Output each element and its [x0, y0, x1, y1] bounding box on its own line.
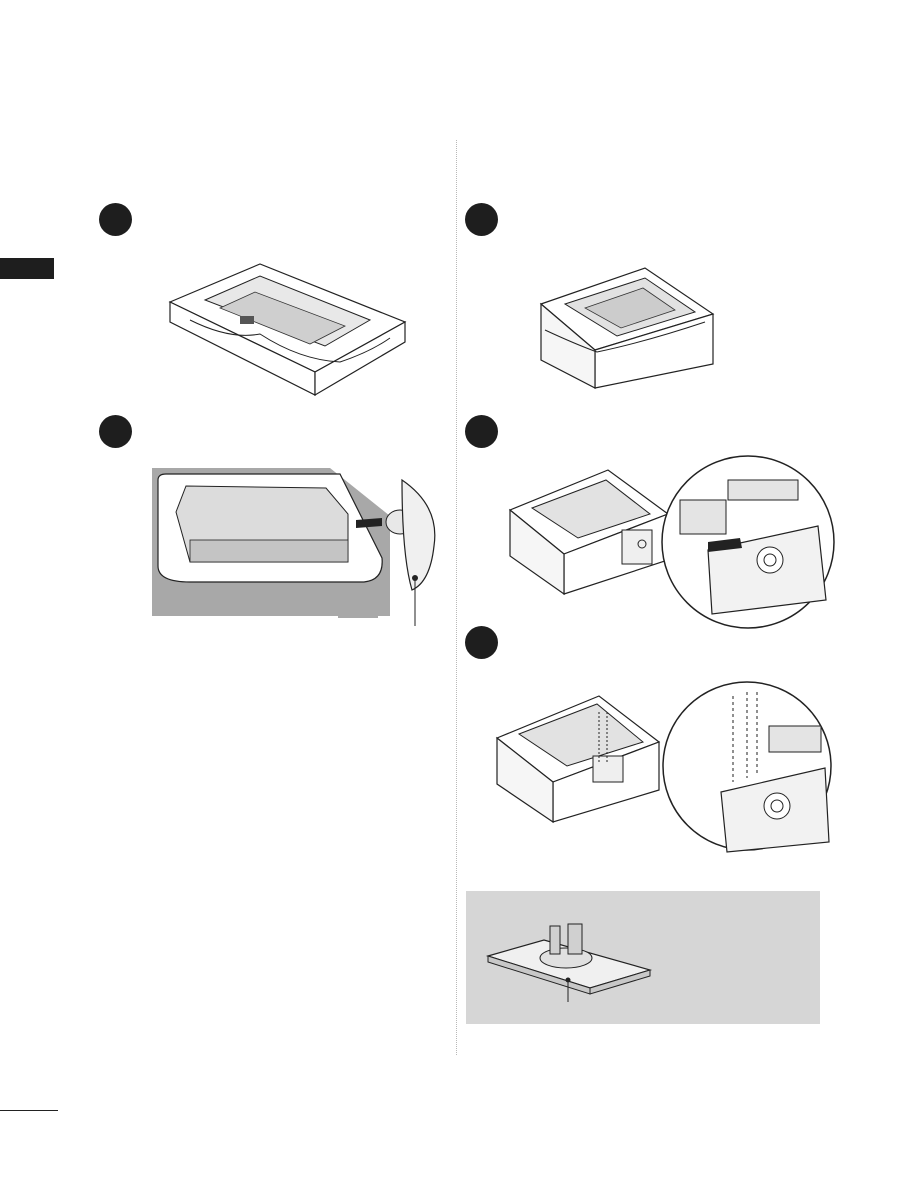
footer-rule	[0, 1110, 58, 1111]
tv-facedown-illustration	[168, 263, 407, 397]
step-marker-left-2	[99, 415, 132, 448]
screw-fasten-illustration	[495, 681, 832, 853]
stand-base-illustration	[485, 923, 653, 1002]
stand-insert-illustration	[508, 455, 835, 629]
column-divider	[456, 140, 457, 1055]
step-marker-right-2	[465, 415, 498, 448]
stand-attach-illustration	[152, 468, 436, 626]
step-marker-right-1	[465, 203, 498, 236]
step-marker-left-1	[99, 203, 132, 236]
step-marker-right-3	[465, 626, 498, 659]
tv-on-box-illustration	[539, 267, 715, 389]
section-tab	[0, 258, 54, 279]
